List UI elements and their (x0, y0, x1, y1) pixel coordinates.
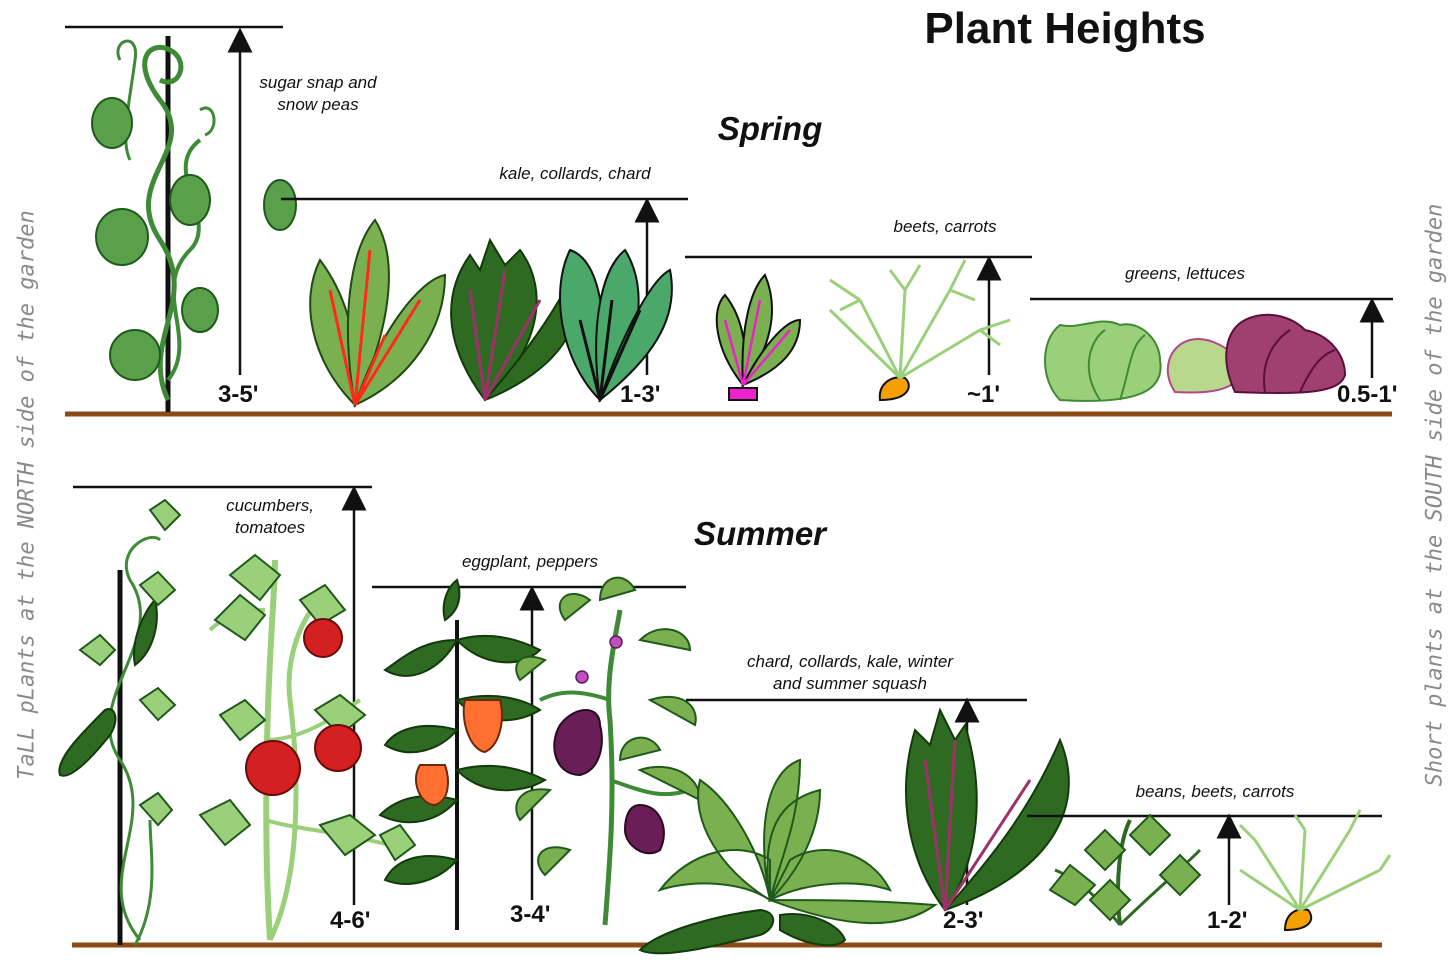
height-beets-carrots: ~1' (967, 381, 1000, 409)
label-beets-carrots: beets, carrots (860, 216, 1030, 238)
label-peas: sugar snap and snow peas (238, 72, 398, 116)
section-title-spring: Spring (690, 110, 850, 148)
eggplant-plant-icon (516, 578, 700, 925)
pepper-plant-icon (380, 580, 545, 930)
beet-icon (717, 275, 800, 400)
bean-plant-icon (1050, 815, 1200, 925)
summer-group-squash-greens (640, 700, 1069, 953)
collard-icon (560, 250, 672, 400)
label-beans-beets-carrots: beans, beets, carrots (1105, 781, 1325, 803)
side-note-south: Short plants at the SOUTH side of the ga… (1423, 204, 1448, 787)
section-title-summer: Summer (670, 515, 850, 553)
label-chard-squash: chard, collards, kale, winter and summer… (720, 651, 980, 695)
spring-group-roots (685, 257, 1032, 400)
height-kale-collards-chard: 1-3' (620, 381, 660, 409)
lettuce-icon (1045, 315, 1345, 401)
label-kale-collards-chard: kale, collards, chard (460, 163, 690, 185)
diagram-title: Plant Heights (900, 4, 1230, 54)
tomato-plant-icon (200, 555, 415, 940)
label-cucumbers-tomatoes: cucumbers, tomatoes (195, 495, 345, 539)
height-chard-squash: 2-3' (943, 907, 983, 935)
carrot-icon (830, 260, 1010, 400)
height-cucumbers-tomatoes: 4-6' (330, 907, 370, 935)
height-greens-lettuces: 0.5-1' (1337, 381, 1397, 409)
kale-icon (451, 240, 576, 400)
summer-group-nightshades (372, 578, 700, 930)
height-peas: 3-5' (218, 381, 258, 409)
label-eggplant-peppers: eggplant, peppers (430, 551, 630, 573)
height-eggplant-peppers: 3-4' (510, 901, 550, 929)
label-greens-lettuces: greens, lettuces (1090, 263, 1280, 285)
kale-icon (906, 710, 1069, 910)
chard-icon (310, 220, 445, 405)
carrot-icon (1240, 810, 1390, 930)
summer-group-vining (59, 487, 415, 945)
spring-group-greens-tall (281, 199, 688, 405)
cucumber-vine-icon (59, 500, 180, 945)
height-beans-beets-carrots: 1-2' (1207, 907, 1247, 935)
side-note-north: TaLL pLants at the NORTH side of the gar… (15, 210, 40, 780)
